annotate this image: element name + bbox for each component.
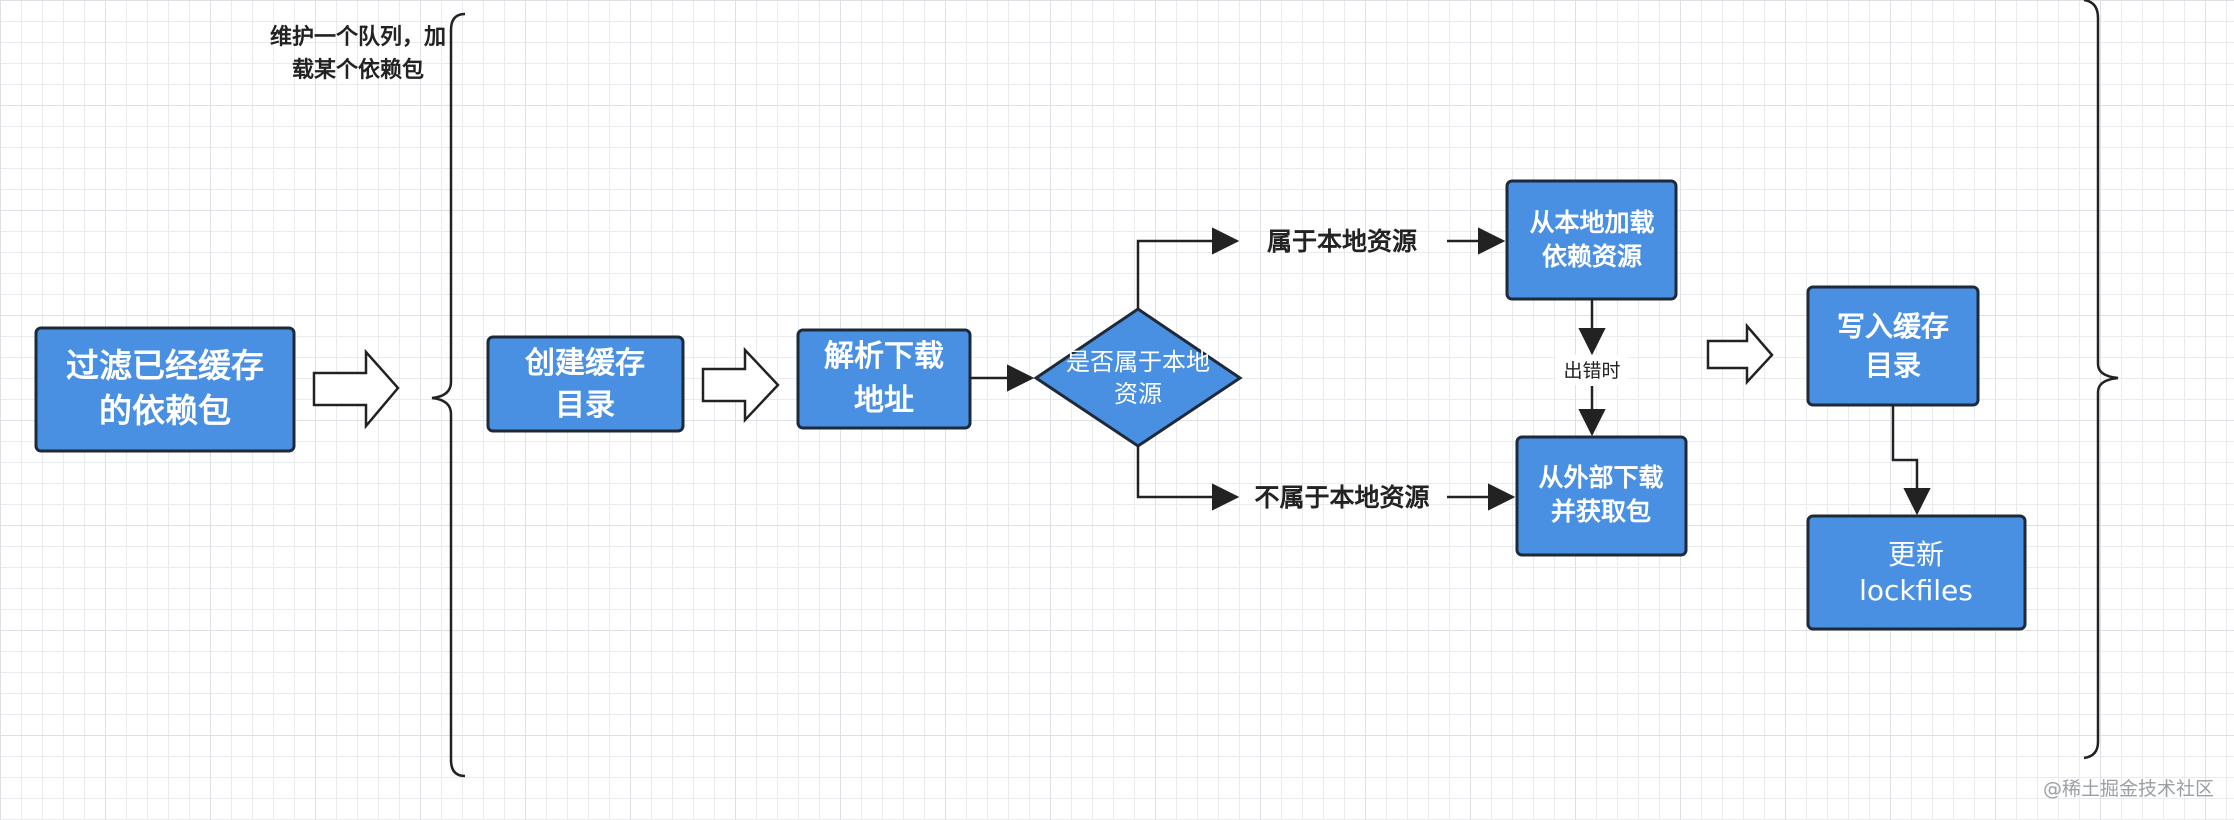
node-is-local-decision[interactable]: 是否属于本地 资源 [1033, 307, 1243, 448]
node-parse-url-line1: 解析下载 [824, 339, 944, 374]
hollow-arrow-1 [312, 348, 400, 430]
node-create-cache-dir-line2: 目录 [555, 388, 615, 423]
node-filter-cached-line1: 过滤已经缓存 [66, 346, 264, 385]
node-create-cache-dir-line1: 创建缓存 [524, 346, 645, 381]
queue-note-line2: 载某个依赖包 [292, 57, 424, 83]
node-update-lockfiles-line2: lockfiles [1859, 574, 1973, 607]
node-load-local[interactable]: 从本地加载 依赖资源 [1505, 179, 1678, 301]
node-update-lockfiles[interactable]: 更新 lockfiles [1806, 514, 2027, 631]
edge-label-not-local: 不属于本地资源 [1254, 483, 1429, 512]
node-is-local-line2: 资源 [1114, 380, 1162, 408]
edge-decision-to-local-label [1136, 227, 1240, 309]
node-download-external-line2: 并获取包 [1551, 497, 1651, 526]
queue-brace-left [431, 12, 466, 778]
node-write-cache[interactable]: 写入缓存 目录 [1806, 285, 1980, 407]
node-download-external-line1: 从外部下载 [1538, 463, 1663, 492]
watermark-text: @稀土掘金技术社区 [2043, 778, 2214, 800]
edge-label-local: 属于本地资源 [1267, 227, 1417, 256]
hollow-arrow-2 [701, 346, 780, 424]
node-parse-url[interactable]: 解析下载 地址 [796, 328, 972, 430]
node-download-external[interactable]: 从外部下载 并获取包 [1515, 435, 1688, 557]
node-update-lockfiles-line1: 更新 [1888, 538, 1944, 571]
edge-label-on-error-bg [1556, 355, 1628, 385]
node-parse-url-line2: 地址 [854, 383, 914, 418]
edge-label-on-error: 出错时 [1563, 360, 1620, 382]
edge-write-cache-to-update-lockfiles [1891, 405, 1931, 516]
node-create-cache-dir[interactable]: 创建缓存 目录 [486, 335, 685, 433]
node-is-local-line1: 是否属于本地 [1066, 348, 1210, 376]
queue-brace-right [2083, 0, 2119, 760]
node-filter-cached-line2: 的依赖包 [99, 391, 231, 430]
hollow-arrow-3 [1706, 322, 1774, 386]
node-write-cache-line2: 目录 [1865, 349, 1921, 382]
queue-note-line1: 维护一个队列，加 [270, 24, 446, 50]
node-load-local-line2: 依赖资源 [1542, 242, 1642, 271]
edge-decision-to-not-local-label [1136, 446, 1240, 511]
node-filter-cached[interactable]: 过滤已经缓存 的依赖包 [34, 326, 296, 453]
node-load-local-line1: 从本地加载 [1529, 208, 1654, 237]
node-write-cache-line1: 写入缓存 [1837, 310, 1949, 343]
